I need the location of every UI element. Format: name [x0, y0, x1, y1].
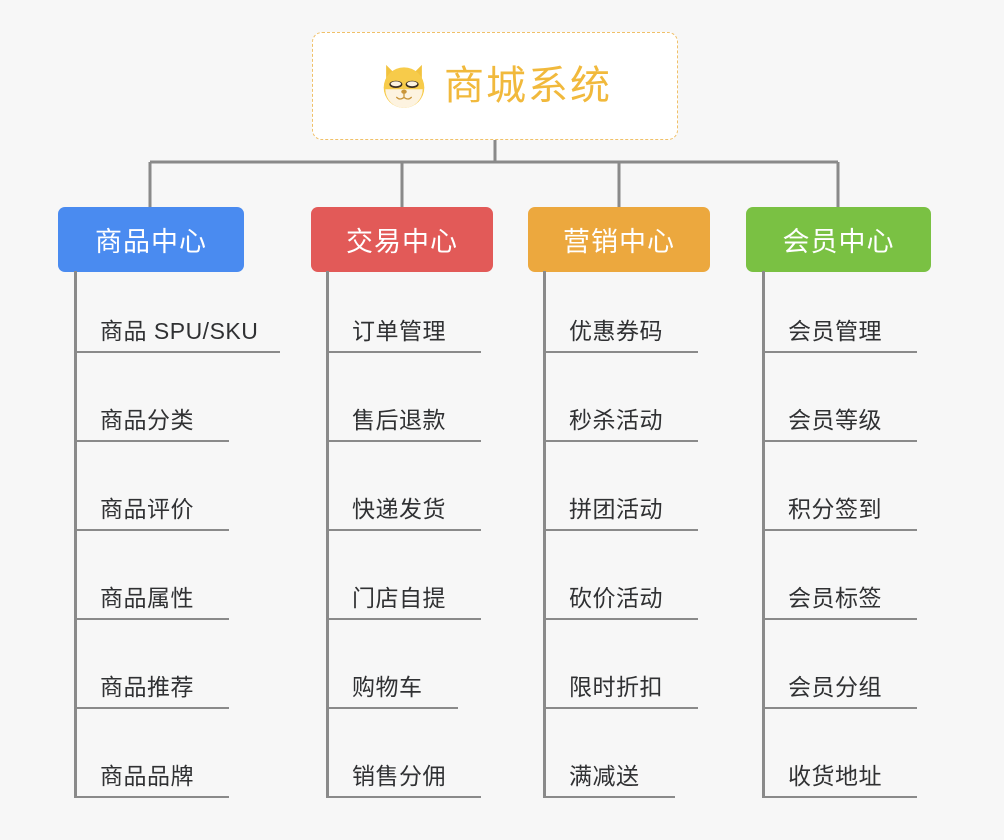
branch-node-1[interactable]: 商品中心: [58, 207, 244, 272]
leaf-underline: [543, 618, 698, 620]
leaf-underline: [74, 440, 229, 442]
leaf-item[interactable]: 积分签到: [762, 449, 917, 531]
leaf-label: 拼团活动: [569, 495, 663, 522]
leaf-item[interactable]: 商品属性: [74, 538, 229, 620]
branch-node-2[interactable]: 交易中心: [311, 207, 493, 272]
leaf-label: 销售分佣: [352, 762, 446, 789]
leaf-label: 订单管理: [352, 317, 446, 344]
leaf-label: 商品 SPU/SKU: [100, 317, 259, 344]
leaf-item[interactable]: 商品评价: [74, 449, 229, 531]
leaf-label: 会员等级: [788, 406, 882, 433]
leaf-item[interactable]: 商品 SPU/SKU: [74, 271, 280, 353]
leaf-spine: [74, 271, 77, 798]
leaf-item[interactable]: 砍价活动: [543, 538, 698, 620]
leaf-underline: [326, 796, 481, 798]
root-title: 商城系统: [444, 64, 612, 108]
branch-node-3[interactable]: 营销中心: [528, 207, 710, 272]
leaf-label: 门店自提: [352, 584, 446, 611]
branch-label: 交易中心: [346, 227, 458, 257]
leaf-label: 商品属性: [100, 584, 194, 611]
root-node[interactable]: 商城系统: [312, 32, 678, 140]
leaf-item[interactable]: 订单管理: [326, 271, 481, 353]
leaf-label: 满减送: [569, 762, 640, 789]
leaf-underline: [74, 351, 280, 353]
leaf-underline: [74, 707, 229, 709]
leaf-spine: [543, 271, 546, 798]
leaf-item[interactable]: 快递发货: [326, 449, 481, 531]
leaf-underline: [543, 440, 698, 442]
leaf-underline: [762, 796, 917, 798]
leaf-underline: [762, 440, 917, 442]
leaf-item[interactable]: 会员等级: [762, 360, 917, 442]
leaf-label: 秒杀活动: [569, 406, 663, 433]
leaf-item[interactable]: 商品分类: [74, 360, 229, 442]
leaf-underline: [326, 707, 458, 709]
leaf-item[interactable]: 会员管理: [762, 271, 917, 353]
leaf-label: 会员管理: [788, 317, 882, 344]
leaf-item[interactable]: 购物车: [326, 627, 458, 709]
leaf-underline: [74, 796, 229, 798]
leaf-underline: [543, 351, 698, 353]
leaf-label: 快递发货: [352, 495, 446, 522]
leaf-label: 商品分类: [100, 406, 194, 433]
leaf-item[interactable]: 秒杀活动: [543, 360, 698, 442]
branch-node-4[interactable]: 会员中心: [746, 207, 931, 272]
leaf-item[interactable]: 限时折扣: [543, 627, 698, 709]
leaf-underline: [762, 707, 917, 709]
branch-label: 营销中心: [563, 227, 675, 257]
leaf-label: 商品评价: [100, 495, 194, 522]
leaf-underline: [543, 529, 698, 531]
leaf-item[interactable]: 满减送: [543, 716, 675, 798]
leaf-item[interactable]: 收货地址: [762, 716, 917, 798]
leaf-label: 商品推荐: [100, 673, 194, 700]
leaf-label: 限时折扣: [569, 673, 663, 700]
leaf-underline: [543, 707, 698, 709]
leaf-label: 积分签到: [788, 495, 882, 522]
branch-label: 会员中心: [782, 227, 895, 257]
leaf-label: 售后退款: [352, 406, 446, 433]
leaf-underline: [326, 618, 481, 620]
leaf-underline: [74, 529, 229, 531]
leaf-item[interactable]: 优惠券码: [543, 271, 698, 353]
leaf-item[interactable]: 售后退款: [326, 360, 481, 442]
leaf-item[interactable]: 商品品牌: [74, 716, 229, 798]
branch-label: 商品中心: [95, 227, 207, 257]
leaf-underline: [762, 618, 917, 620]
leaf-item[interactable]: 商品推荐: [74, 627, 229, 709]
shiba-dog-face-icon: [383, 64, 425, 108]
leaf-underline: [326, 529, 481, 531]
leaf-underline: [326, 351, 481, 353]
leaf-label: 砍价活动: [569, 584, 663, 611]
leaf-item[interactable]: 门店自提: [326, 538, 481, 620]
leaf-underline: [326, 440, 481, 442]
leaf-label: 商品品牌: [100, 762, 194, 789]
leaf-underline: [74, 618, 229, 620]
leaf-label: 收货地址: [788, 762, 882, 789]
leaf-label: 会员分组: [788, 673, 882, 700]
leaf-item[interactable]: 会员分组: [762, 627, 917, 709]
leaf-underline: [543, 796, 675, 798]
leaf-label: 优惠券码: [569, 317, 663, 344]
leaf-label: 会员标签: [788, 584, 882, 611]
leaf-spine: [762, 271, 765, 798]
leaf-spine: [326, 271, 329, 798]
leaf-label: 购物车: [352, 673, 423, 700]
leaf-item[interactable]: 拼团活动: [543, 449, 698, 531]
leaf-underline: [762, 351, 917, 353]
leaf-item[interactable]: 会员标签: [762, 538, 917, 620]
leaf-item[interactable]: 销售分佣: [326, 716, 481, 798]
leaf-underline: [762, 529, 917, 531]
